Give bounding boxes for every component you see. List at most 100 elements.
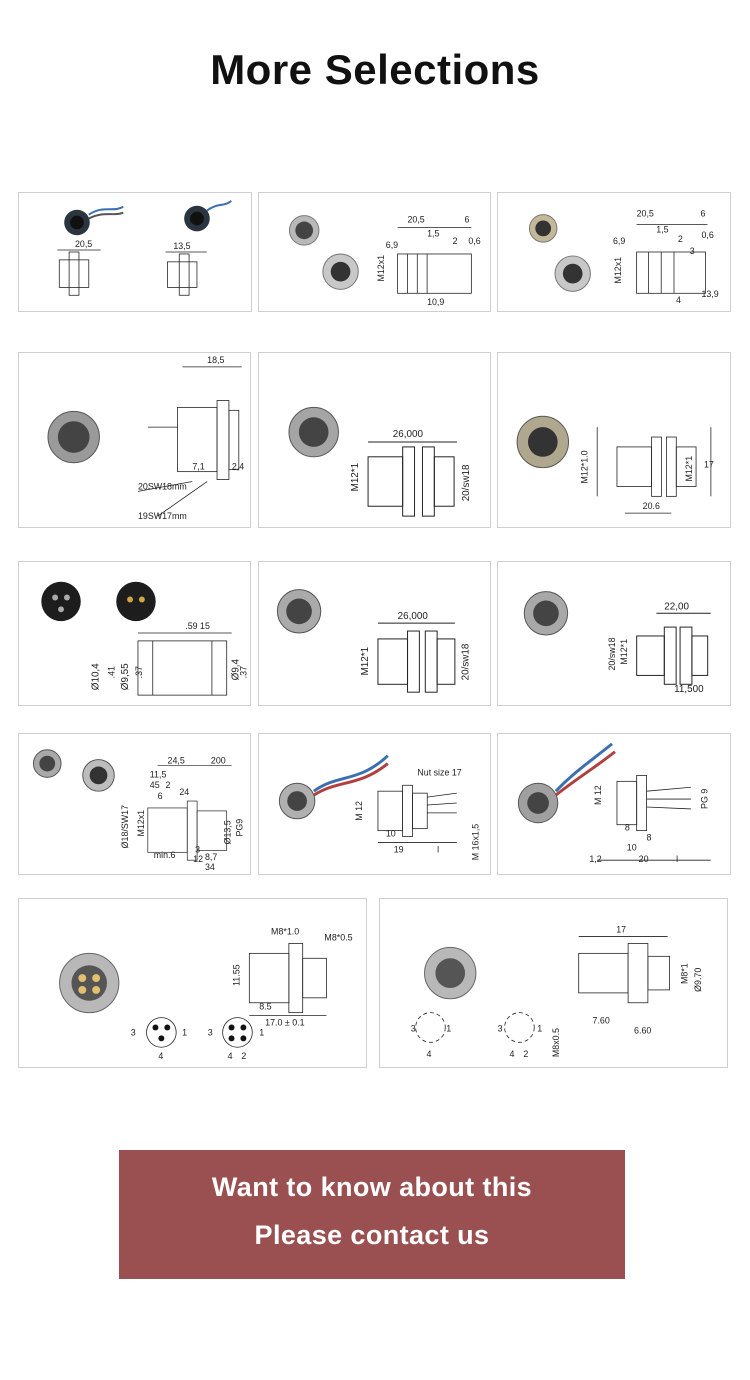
drawing-label: 6 [464, 215, 469, 225]
product-card-8[interactable]: 26,000 M12*1 20/sw18 [258, 561, 491, 706]
drawing-label: 34 [205, 862, 215, 872]
drawing-label: l [676, 854, 678, 864]
drawing-label: Ø10,4 [91, 663, 102, 690]
drawing-label: 26,000 [393, 429, 424, 440]
drawing-label: 2 [678, 234, 683, 244]
drawing-label: 6,9 [613, 236, 625, 246]
drawing-label: 20 [639, 854, 649, 864]
drawing-label: 20/sw18 [461, 643, 472, 680]
drawing-label: 1 [259, 1027, 264, 1037]
drawing-label: Ø9,4 [231, 658, 242, 680]
drawing-label: 8,7 [205, 852, 217, 862]
drawing-label: 3 [690, 246, 695, 256]
drawing-label: M 16x1,5 [471, 824, 481, 861]
page-title: More Selections [210, 46, 540, 93]
drawing-label: Ø18/SW17 [120, 805, 130, 848]
product-card-6[interactable]: M12*1.0 M12*1 17 20.6 [497, 352, 731, 528]
drawing-label: 10 [386, 829, 396, 839]
drawing-label: 22,00 [664, 601, 689, 612]
product-card-2[interactable]: 20,5 6 1,5 2 0,6 6,9 M12x1 10,9 [258, 192, 491, 312]
drawing-label: M8x0.5 [551, 1028, 561, 1057]
drawing-label: 4 [676, 295, 681, 305]
drawing-label: M12*1.0 [579, 450, 589, 483]
product-card-1[interactable]: 20,5 13,5 [18, 192, 252, 312]
drawing-label: 18,5 [207, 355, 224, 365]
drawing-label: min.6 [154, 850, 176, 860]
drawing-label: 1,5 [427, 228, 439, 238]
drawing-label: M 12 [354, 801, 364, 821]
drawing-label: Ø13,5 [223, 820, 233, 844]
drawing-label: 4 [228, 1051, 233, 1061]
product-card-12[interactable]: M 12 PG 9 8 8 10 1,2 20 l [497, 733, 731, 875]
drawing-label: Nut size 17 [417, 767, 461, 777]
drawing-label: M12x1 [136, 810, 146, 837]
drawing-label: M12*1 [684, 456, 694, 482]
drawing-label: 6.60 [634, 1025, 651, 1035]
drawing-label: 8 [647, 832, 652, 842]
contact-line-2: Please contact us [254, 1220, 490, 1250]
drawing-label: 20,5 [407, 215, 424, 225]
drawing-label: .37 [134, 666, 144, 678]
drawing-label: 19 [394, 844, 404, 854]
drawing-label: 20,5 [75, 239, 92, 249]
drawing-label: 2,4 [232, 462, 244, 472]
drawing-label: 17 [616, 925, 626, 935]
product-card-14[interactable]: 17 M8*1 Ø9.70 7.60 6.60 M8x0.5 3 1 4 3 1… [379, 898, 728, 1068]
drawing-label: 7,1 [192, 462, 204, 472]
product-card-11[interactable]: Nut size 17 M 12 10 19 l M 16x1,5 [258, 733, 491, 875]
drawing-label: M8*0.5 [324, 933, 352, 943]
drawing-label: Ø9.70 [693, 968, 703, 992]
drawing-label: 26,000 [398, 611, 429, 622]
drawing-label: M12*1 [619, 639, 629, 665]
drawing-label: 0,6 [468, 236, 480, 246]
product-card-4[interactable]: 18,5 20SW18mm 19SW17mm 7,1 2,4 [18, 352, 251, 528]
drawing-label: M12x1 [613, 257, 623, 284]
drawing-label: 11,5 [150, 769, 167, 779]
drawing-label: 45 [150, 780, 160, 790]
product-card-3[interactable]: 20,5 6 1,5 2 0,6 6,9 3 M12x1 13,9 4 [497, 192, 731, 312]
product-card-7[interactable]: .59 15 Ø10,4 .41 Ø9,55 .37 Ø9,4 .37 [18, 561, 251, 706]
drawing-label: 6 [158, 791, 163, 801]
drawing-label: 11,500 [674, 684, 704, 695]
drawing-label: PG9 [234, 819, 244, 837]
drawing-label: 1,5 [656, 224, 668, 234]
drawing-label: 24 [179, 787, 189, 797]
drawing-label: .37 [238, 666, 248, 678]
drawing-label: 11.55 [231, 964, 241, 986]
drawing-label: 19SW17mm [138, 511, 187, 521]
drawing-label: M8*1 [679, 963, 689, 984]
drawing-label: 2 [166, 780, 171, 790]
drawing-label: 17.0 ± 0.1 [265, 1017, 304, 1027]
drawing-label: M 12 [593, 785, 603, 805]
drawing-label: 3 [411, 1023, 416, 1033]
drawing-label: 24,5 [168, 756, 185, 766]
drawing-label: 20/sw18 [607, 637, 617, 670]
drawing-label: PG 9 [700, 789, 710, 809]
drawing-label: l [437, 844, 439, 854]
drawing-label: 8.5 [259, 1002, 271, 1012]
contact-banner[interactable]: Want to know about this Please contact u… [119, 1150, 625, 1279]
product-card-9[interactable]: 22,00 20/sw18 M12*1 11,500 [497, 561, 731, 706]
drawing-label: 2 [241, 1051, 246, 1061]
product-card-13[interactable]: M8*1.0 M8*0.5 11.55 8.5 17.0 ± 0.1 3 1 4… [18, 898, 367, 1068]
drawing-label: 3 [131, 1027, 136, 1037]
drawing-label: 1 [446, 1023, 451, 1033]
drawing-label: M12*1 [360, 647, 371, 676]
drawing-label: 20/sw18 [461, 464, 472, 501]
drawing-label: 0,6 [702, 230, 714, 240]
product-card-10[interactable]: 24,5 200 11,5 45 2 6 24 M12x1 Ø18/SW17 Ø… [18, 733, 251, 875]
drawing-label: 3 [498, 1023, 503, 1033]
drawing-label: 200 [211, 756, 226, 766]
drawing-label: 8 [625, 823, 630, 833]
drawing-label: .59 15 [185, 621, 210, 631]
drawing-label: 3 [208, 1027, 213, 1037]
connector-drawing-1: 20,5 13,5 [57, 200, 233, 296]
drawing-label: 1,2 [589, 854, 601, 864]
drawing-label: Ø9,55 [120, 663, 131, 690]
drawing-label: 20.6 [643, 501, 660, 511]
drawing-label: 17 [704, 460, 714, 470]
drawing-label: 6,9 [386, 240, 398, 250]
product-card-5[interactable]: 26,000 M12*1 20/sw18 [258, 352, 491, 528]
drawing-label: .41 [106, 666, 116, 678]
drawing-label: 7.60 [593, 1016, 610, 1026]
